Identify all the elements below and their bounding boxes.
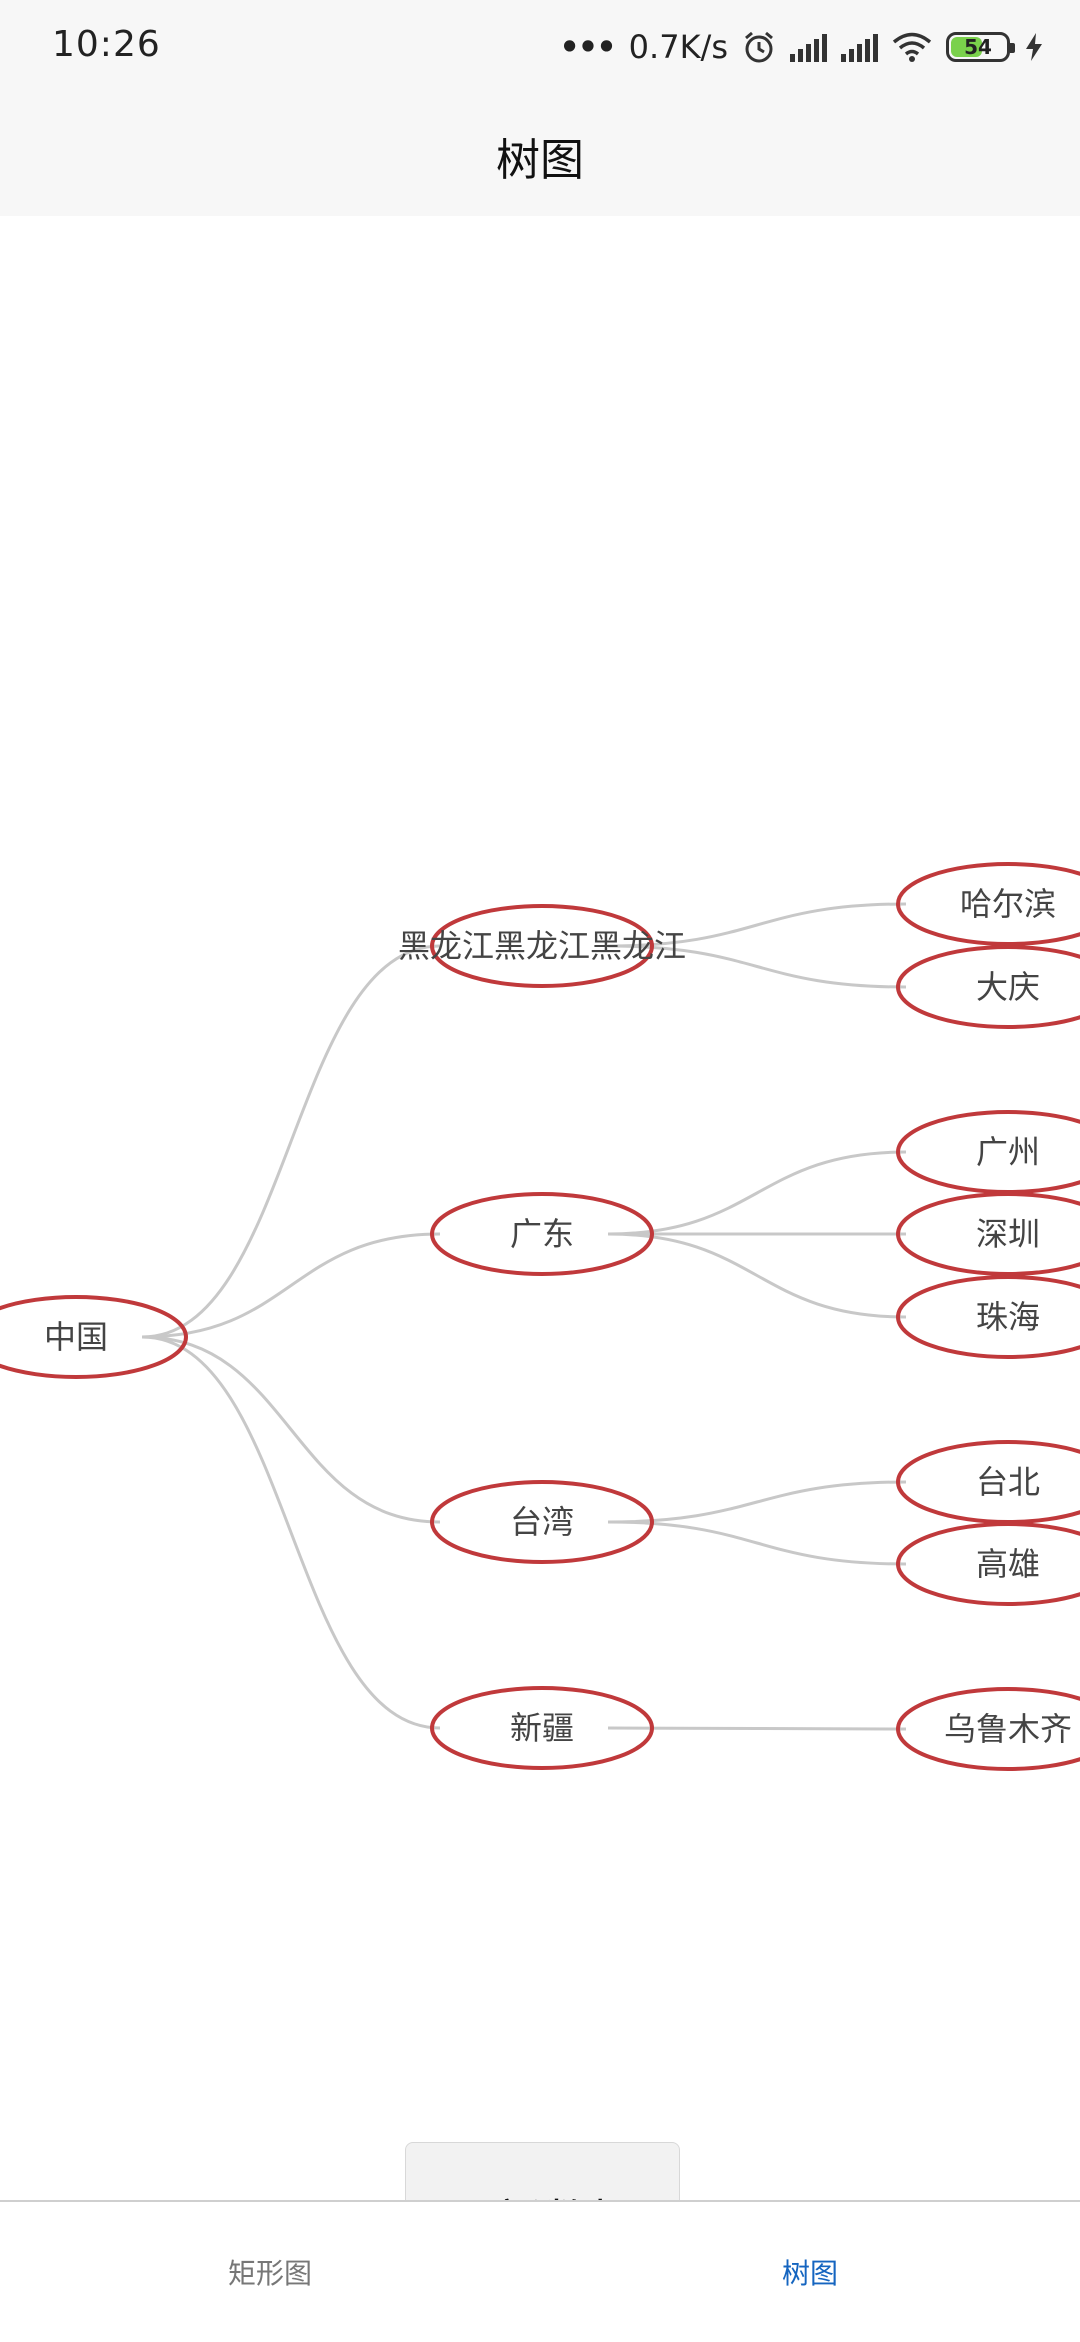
bottom-tab-bar: 矩形图 树图 [0,2200,1080,2340]
tree-node-label: 深圳 [976,1215,1040,1253]
tree-node-heilongjiang[interactable]: 黑龙江黑龙江黑龙江 [398,904,686,988]
tree-node-taiwan[interactable]: 台湾 [430,1480,654,1564]
tree-node-label: 台湾 [510,1503,574,1541]
tree-node-label: 广州 [976,1133,1040,1171]
battery-icon: 54 [946,32,1015,62]
tree-node-shenzhen[interactable]: 深圳 [896,1192,1080,1276]
tree-edge-heilongjiang [141,944,441,1339]
tree-node-label: 乌鲁木齐 [944,1710,1072,1748]
tree-node-ellipse [430,1192,654,1276]
tree-node-harbin[interactable]: 哈尔滨 [896,862,1080,946]
wifi-icon [892,32,932,62]
tree-node-ellipse [430,904,654,988]
tree-node-taipei[interactable]: 台北 [896,1440,1080,1524]
status-time: 10:26 [52,24,161,65]
tree-node-label: 珠海 [976,1298,1040,1336]
tree-node-guangdong[interactable]: 广东 [430,1192,654,1276]
app-bar: 树图 [0,96,1080,216]
tree-node-kaohsiung[interactable]: 高雄 [896,1522,1080,1606]
tree-node-label: 新疆 [510,1709,574,1747]
tree-node-ellipse [896,862,1080,946]
tab-tree[interactable]: 树图 [781,2257,838,2290]
status-bar: 10:26 ••• 0.7K/s 54 [0,0,1080,96]
alarm-icon [745,31,773,63]
tree-node-ellipse [896,1192,1080,1276]
tree-node-label: 大庆 [976,968,1040,1006]
tree-node-ellipse [896,945,1080,1029]
tree-edge-taiwan [141,1335,441,1524]
page-title: 树图 [496,135,584,186]
charging-icon [1026,33,1042,61]
tab-treemap[interactable]: 矩形图 [227,2257,312,2290]
tree-edge-guangzhou [607,1150,907,1236]
tree-edge-xinjiang [141,1335,441,1730]
tree-edge-harbin [607,902,907,948]
tree-node-label: 中国 [44,1318,108,1356]
tree-node-ellipse [896,1275,1080,1359]
tree-edge-zhuhai [607,1232,907,1319]
tree-node-label: 高雄 [976,1545,1040,1583]
network-speed: 0.7K/s [628,28,728,66]
tree-node-guangzhou[interactable]: 广州 [896,1110,1080,1194]
tree-edges [141,902,907,1731]
tree-edge-daqing [607,944,907,989]
tree-node-label: 台北 [976,1463,1040,1501]
tree-node-zhuhai[interactable]: 珠海 [896,1275,1080,1359]
tree-node-label: 广东 [510,1215,574,1253]
tree-edge-guangdong [141,1232,441,1339]
tree-node-ellipse [430,1686,654,1770]
tree-node-xinjiang[interactable]: 新疆 [430,1686,654,1770]
status-icons: ••• 0.7K/s 54 [559,22,1044,72]
signal-icon-2 [841,32,878,62]
tree-edge-taipei [607,1480,907,1524]
tree-node-china[interactable]: 中国 [0,1295,188,1379]
more-dots-icon: ••• [559,28,616,66]
tree-node-ellipse [0,1295,188,1379]
tree-node-ellipse [896,1687,1080,1771]
tree-node-label: 黑龙江黑龙江黑龙江 [398,927,686,965]
tree-node-daqing[interactable]: 大庆 [896,945,1080,1029]
tree-edge-kaohsiung [607,1520,907,1566]
tree-node-ellipse [430,1480,654,1564]
tree-node-urumqi[interactable]: 乌鲁木齐 [896,1687,1080,1771]
tree-edge-urumqi [607,1726,907,1731]
battery-level: 54 [964,35,992,59]
signal-icon [790,32,827,62]
tree-node-label: 哈尔滨 [960,885,1056,923]
tree-node-ellipse [896,1522,1080,1606]
